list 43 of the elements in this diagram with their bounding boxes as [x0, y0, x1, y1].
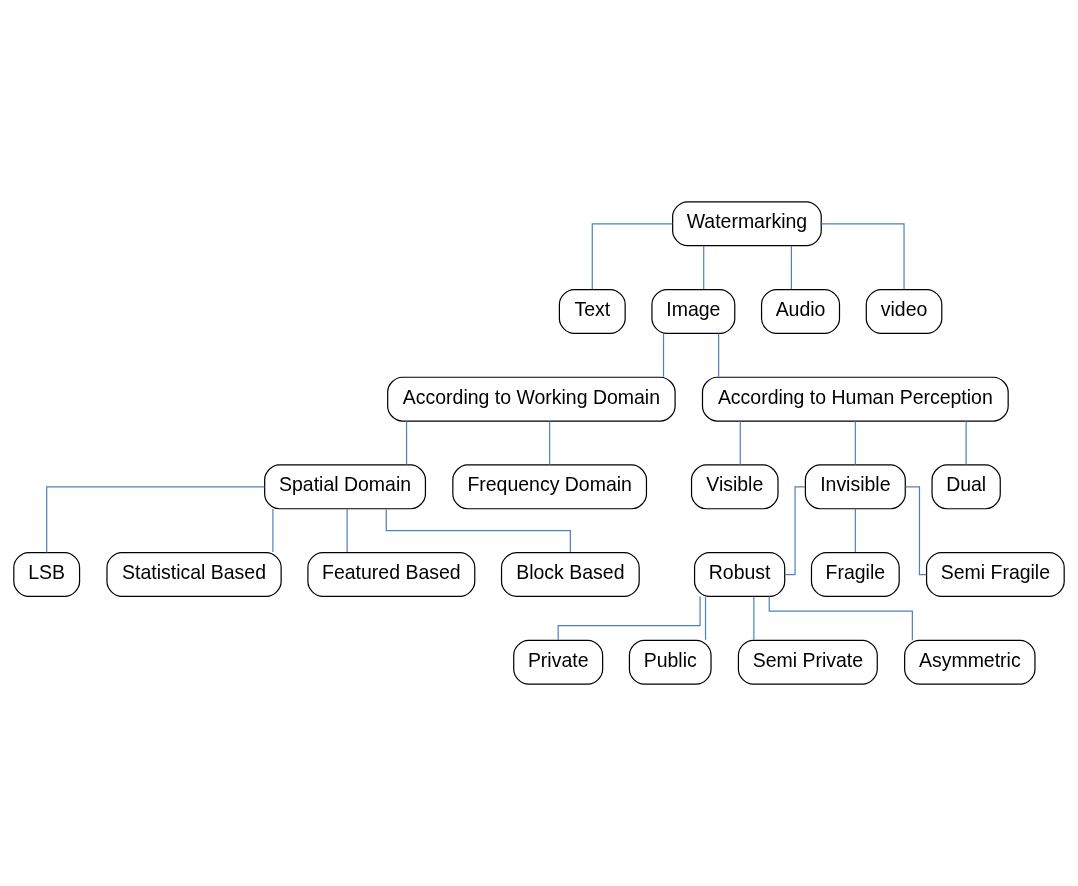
node-box: Featured Based	[307, 552, 476, 598]
connector	[549, 420, 551, 466]
node-box: Frequency Domain	[452, 464, 648, 510]
connector	[46, 486, 265, 553]
connector	[820, 223, 905, 290]
node-box: Fragile	[810, 552, 900, 598]
node-box: Watermarking	[672, 201, 822, 247]
connector	[405, 420, 408, 466]
node-box: Semi Fragile	[925, 552, 1065, 598]
node-box: video	[865, 288, 943, 334]
node-box: LSB	[13, 552, 81, 598]
connector	[662, 333, 665, 378]
node-box: According to Human Perception	[701, 376, 1009, 422]
connector	[739, 420, 741, 466]
connector	[346, 508, 348, 553]
node-box: Image	[651, 288, 736, 334]
connector	[854, 420, 856, 466]
connector	[703, 245, 705, 290]
node-box: Invisible	[804, 464, 906, 510]
node-box: Block Based	[500, 552, 640, 598]
connector	[753, 596, 755, 641]
node-box: Text	[558, 288, 626, 334]
node-box: Visible	[690, 464, 779, 510]
connector	[965, 420, 967, 466]
node-box: Asymmetric	[904, 639, 1036, 685]
connector	[784, 486, 806, 576]
connector	[854, 508, 856, 553]
connector	[718, 333, 720, 378]
connector	[704, 596, 707, 641]
node-box: Dual	[931, 464, 1001, 510]
connector	[272, 508, 274, 553]
connector	[385, 508, 571, 553]
node-box: Audio	[760, 288, 841, 334]
node-box: Statistical Based	[106, 552, 282, 598]
connector	[790, 245, 792, 290]
node-box: Semi Private	[737, 639, 878, 685]
node-box: Public	[628, 639, 712, 685]
node-box: Robust	[693, 552, 786, 598]
node-box: According to Working Domain	[387, 376, 676, 422]
connector	[591, 223, 673, 290]
node-box: Private	[513, 639, 604, 685]
node-box: Spatial Domain	[264, 464, 427, 510]
connector	[768, 596, 913, 641]
